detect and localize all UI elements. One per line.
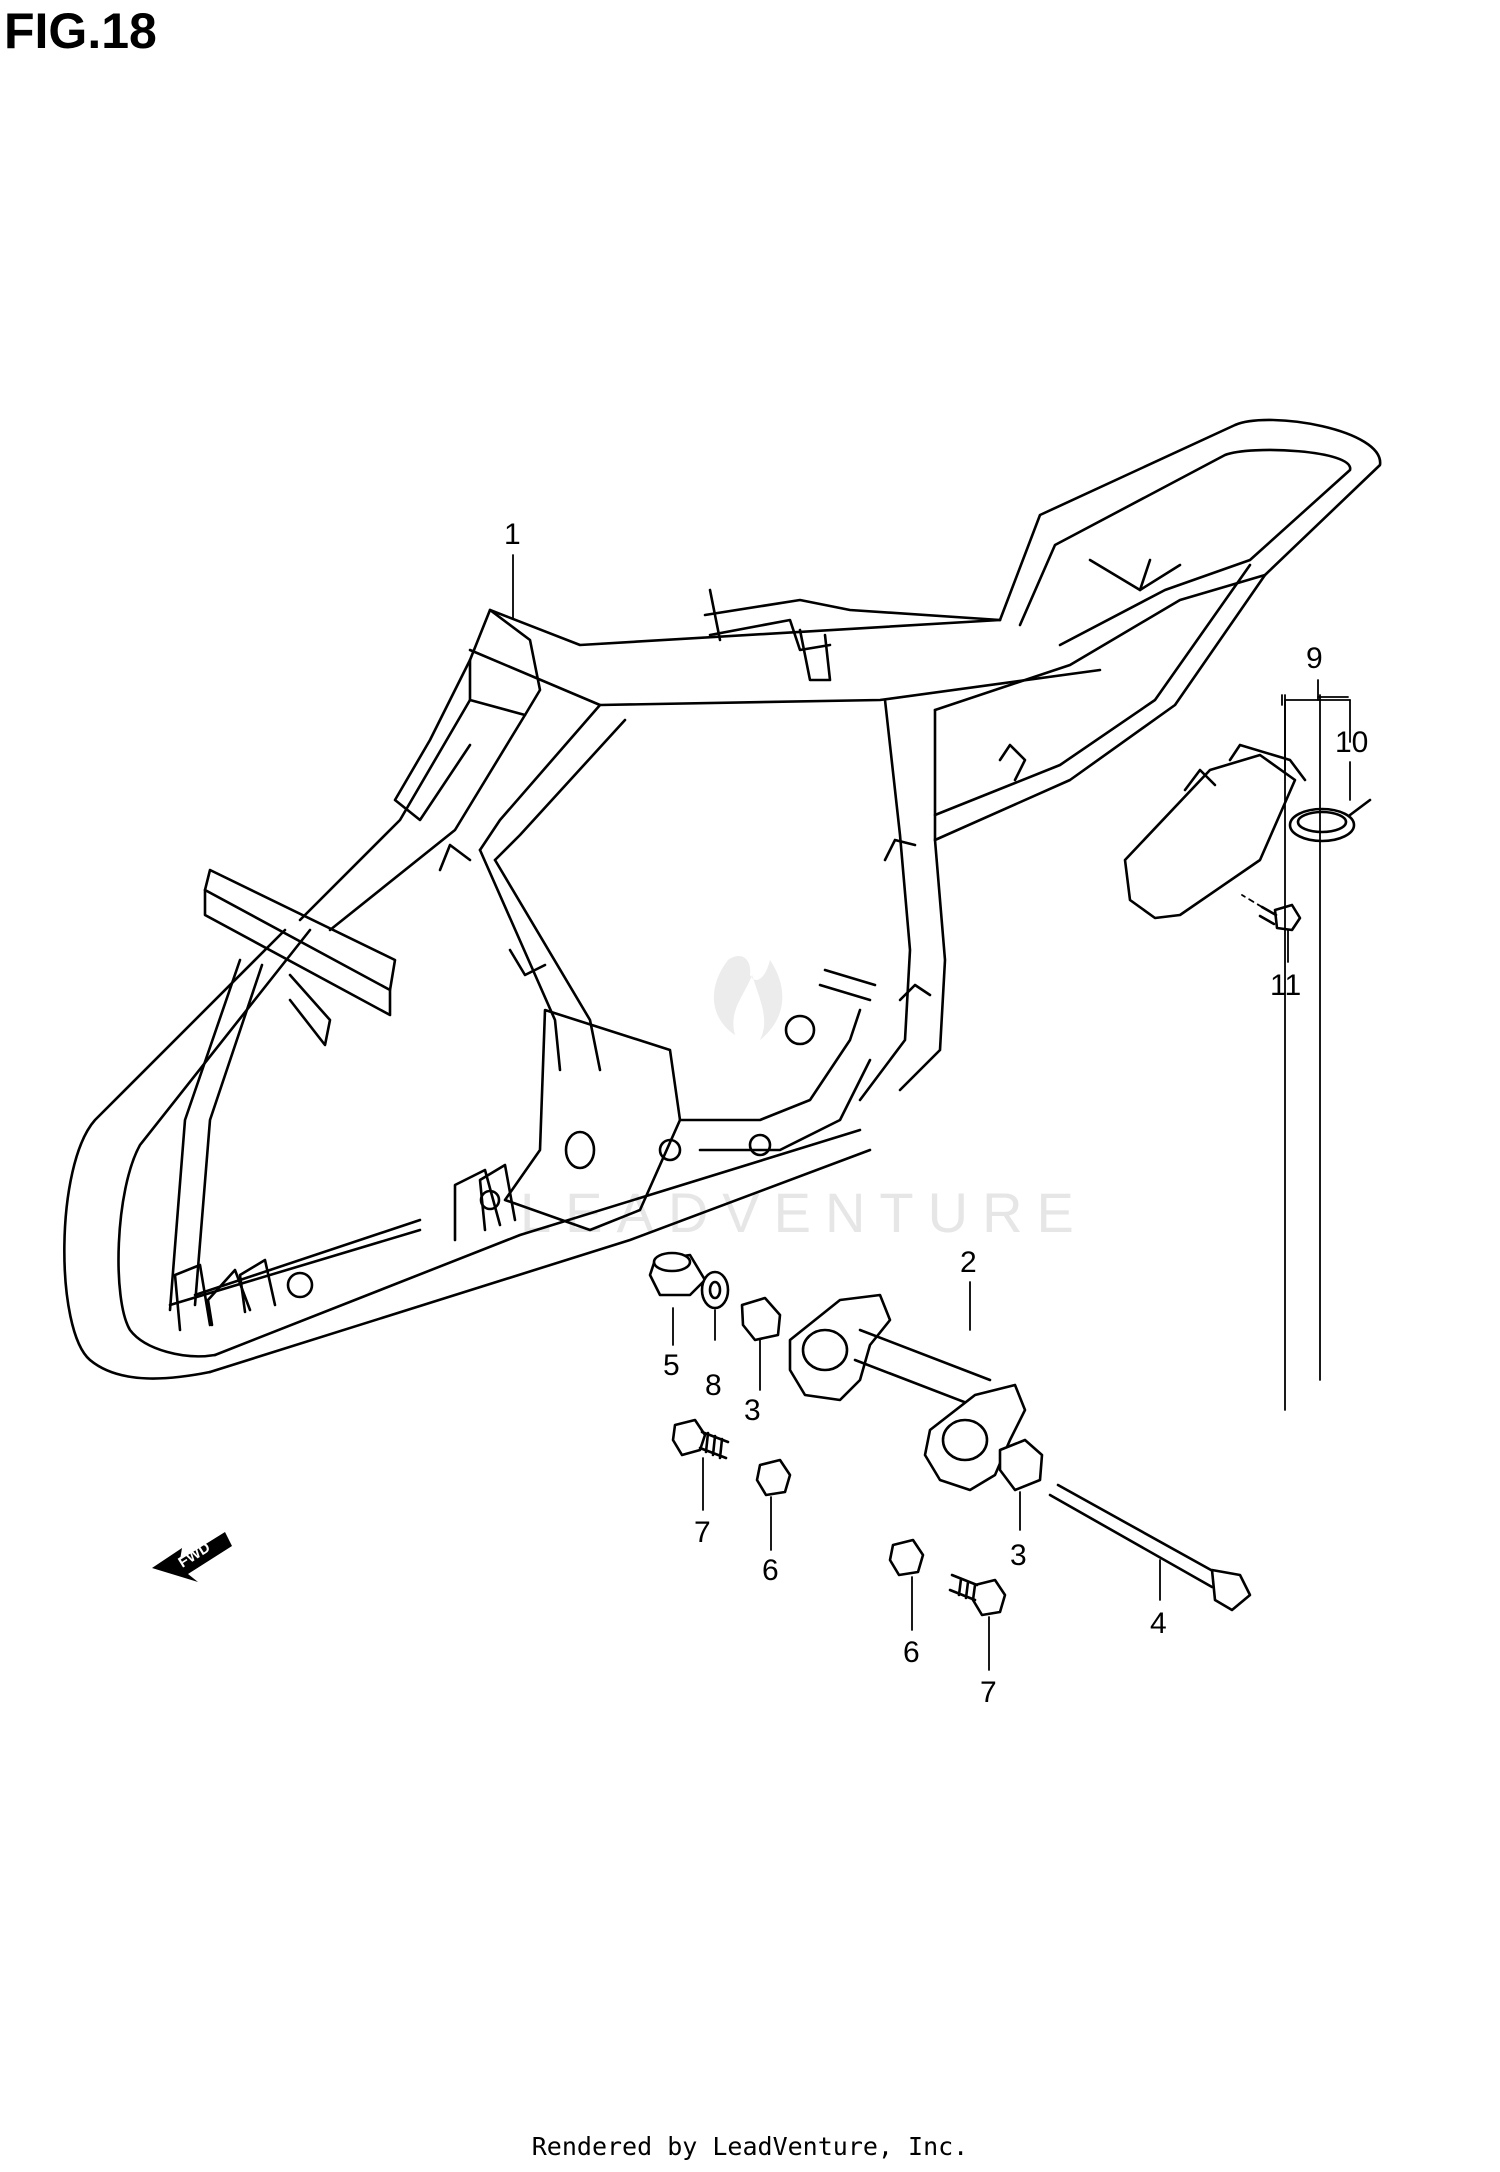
frame-part-1[interactable]: [63, 418, 1382, 1380]
bushing-part-3-lower[interactable]: [998, 1438, 1044, 1492]
nut-part-6-lower[interactable]: [888, 1538, 925, 1577]
callout-3-lower: 3: [1010, 1539, 1027, 1572]
ring-part-10[interactable]: [1288, 798, 1372, 843]
callout-11: 11: [1270, 969, 1301, 1002]
long-bolt-part-4[interactable]: [1048, 1483, 1252, 1612]
callout-6-upper: 6: [762, 1554, 779, 1587]
leader-lines: [512, 554, 1321, 1411]
callout-9-bracket: [1284, 679, 1351, 801]
cover-part-9[interactable]: [1123, 743, 1307, 920]
bolt-part-7-upper[interactable]: [671, 1418, 730, 1460]
leader-lines-detail: [672, 696, 1349, 1671]
bushing-part-3-upper[interactable]: [740, 1296, 782, 1342]
callout-7-lower: 7: [980, 1676, 997, 1709]
callout-9: 9: [1306, 642, 1323, 675]
callout-5: 5: [663, 1349, 680, 1382]
forward-direction-badge: FWD: [152, 1532, 232, 1582]
callout-1: 1: [504, 518, 521, 551]
footer-credit: Rendered by LeadVenture, Inc.: [531, 2132, 969, 2161]
callout-2: 2: [960, 1246, 977, 1279]
callout-3-upper: 3: [744, 1394, 761, 1427]
callout-8: 8: [705, 1369, 722, 1402]
callout-4: 4: [1150, 1607, 1167, 1640]
callouts: 1 2 3 3 4 5 6 6 7 7 8 9 10 11: [504, 518, 1368, 1709]
washer-part-8[interactable]: [700, 1270, 730, 1310]
bolt-part-7-lower[interactable]: [948, 1573, 1007, 1617]
callout-6-lower: 6: [903, 1636, 920, 1669]
figure-title: FIG.18: [4, 3, 157, 59]
nut-part-6-upper[interactable]: [755, 1458, 792, 1497]
callout-10: 10: [1335, 726, 1368, 759]
callout-7-upper: 7: [694, 1516, 711, 1549]
nut-part-5[interactable]: [648, 1251, 707, 1297]
watermark: LEADVENTURE: [520, 955, 1088, 1244]
watermark-text: LEADVENTURE: [520, 1181, 1088, 1244]
screw-part-11[interactable]: [1241, 894, 1302, 932]
swingarm-bracket-part-2[interactable]: [788, 1293, 1027, 1492]
